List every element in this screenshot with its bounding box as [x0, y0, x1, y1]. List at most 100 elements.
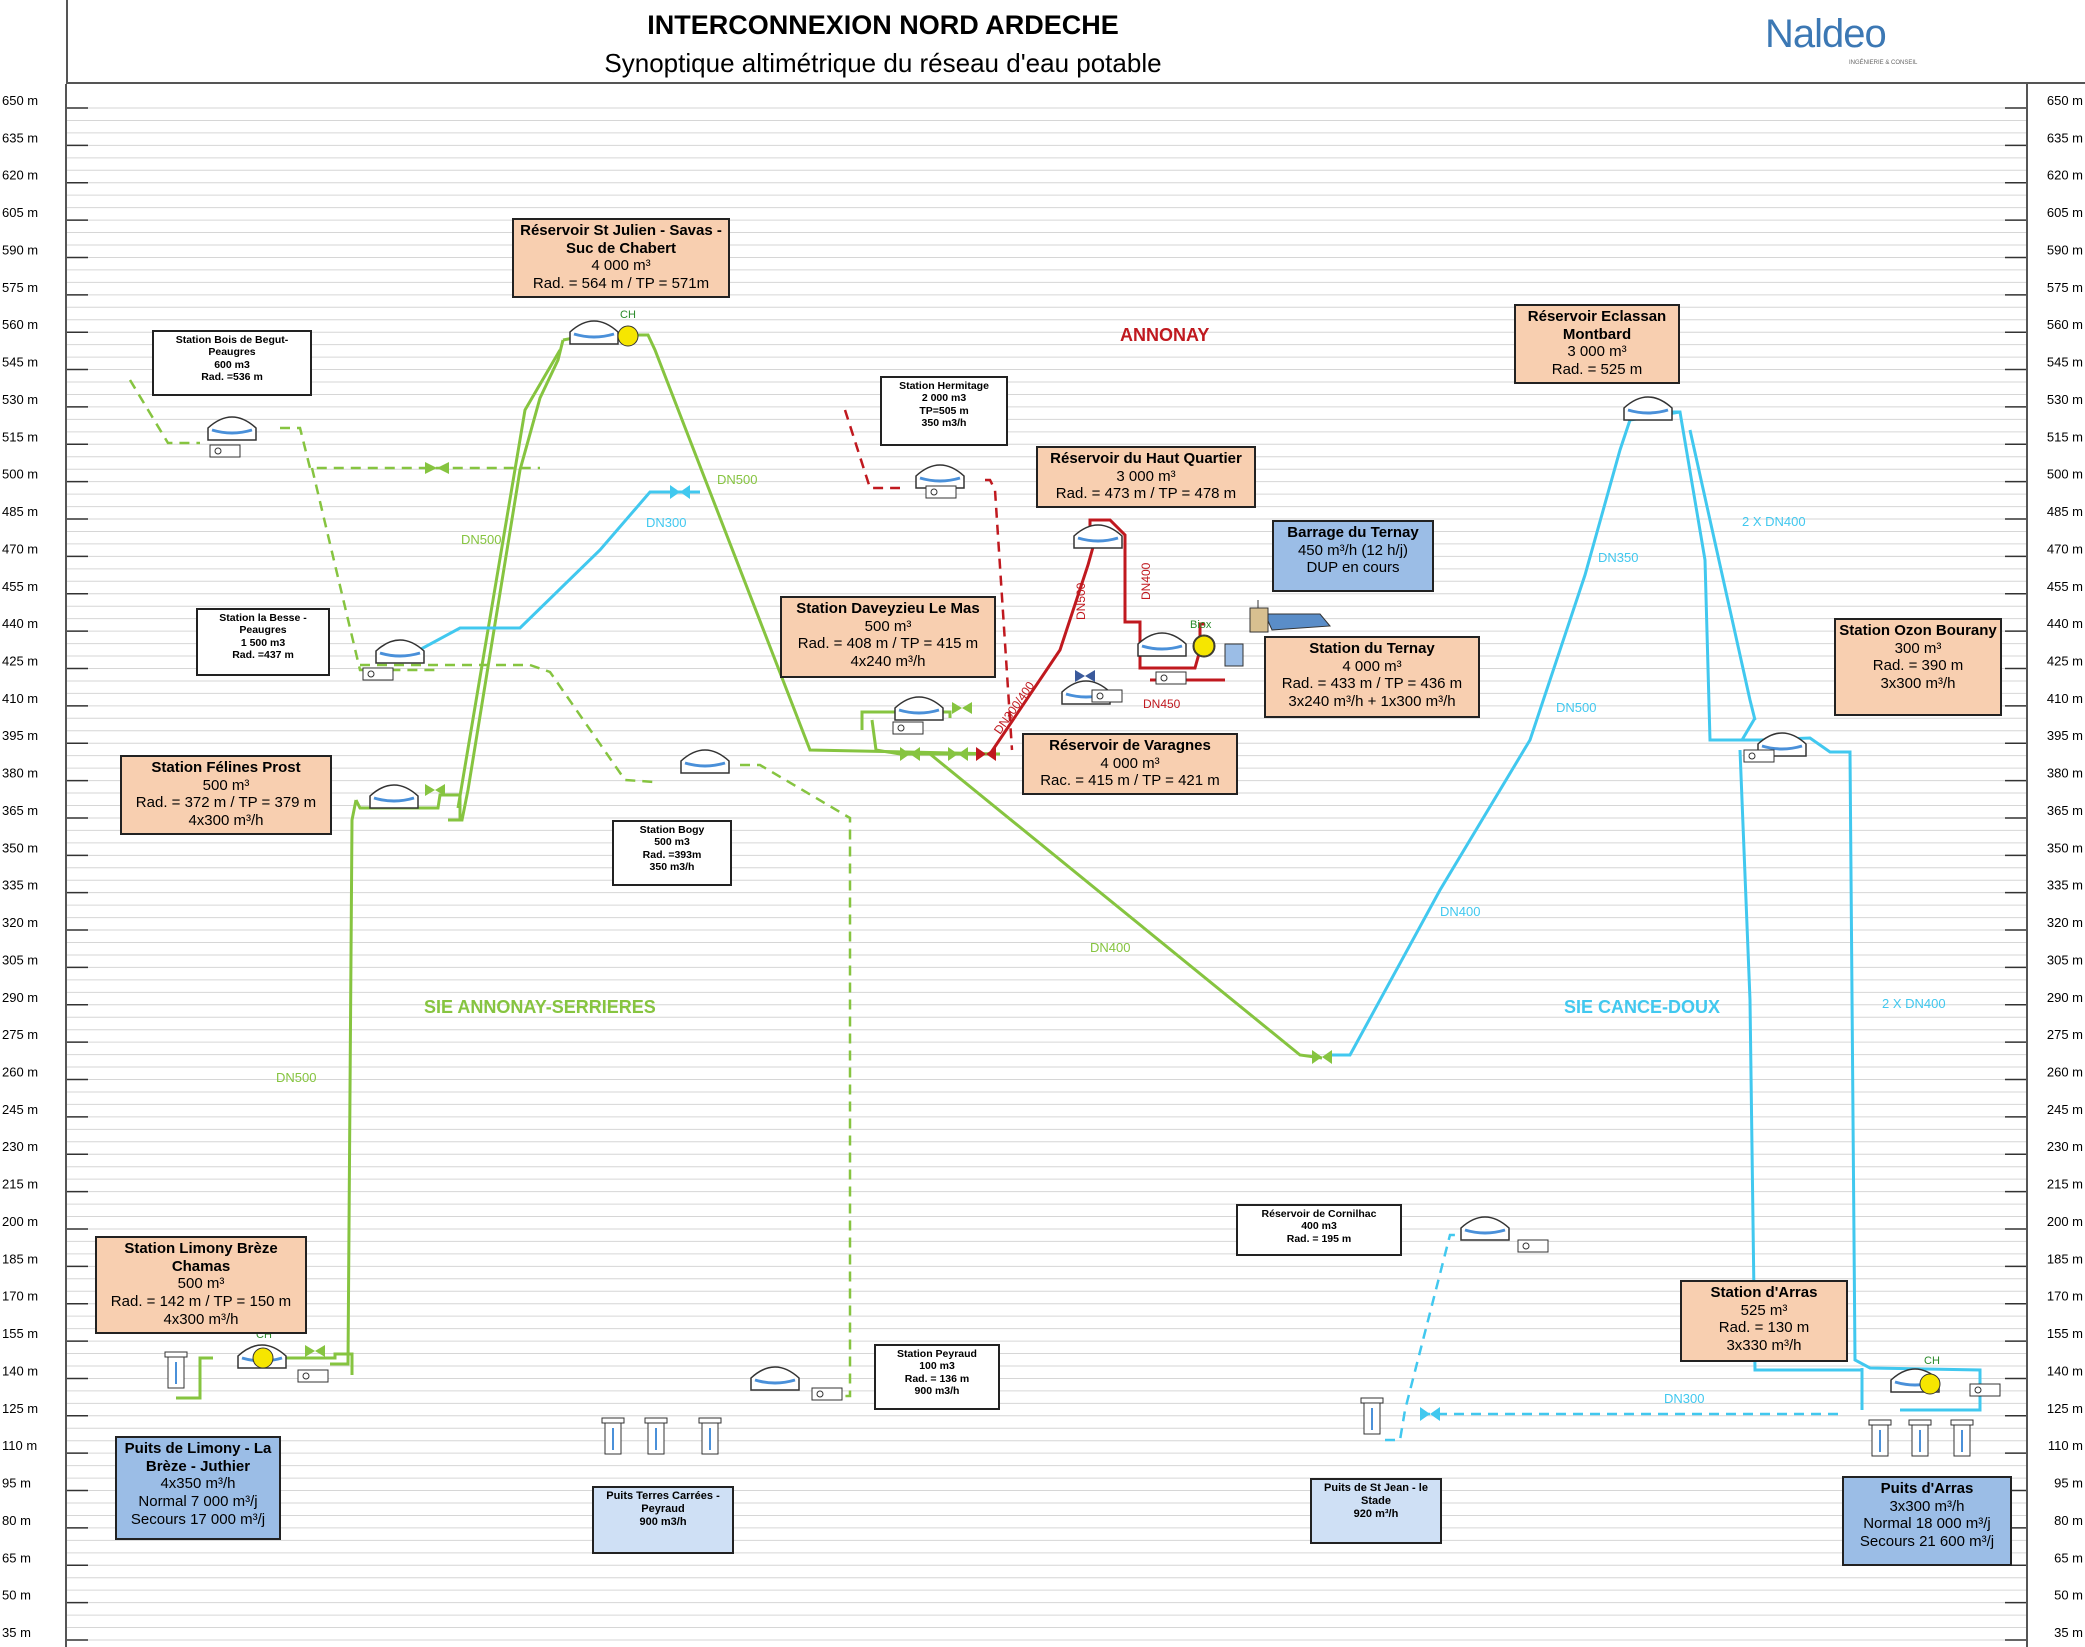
- pipe-hermitage-out: [985, 478, 1014, 751]
- diagram-title: INTERCONNEXION NORD ARDECHE: [647, 10, 1119, 40]
- box-reservoir-eclassan: Réservoir Eclassan Montbard 3 000 m³ Rad…: [1514, 304, 1680, 384]
- label-dn500-red: DN500: [1074, 582, 1088, 620]
- pump-symbols: [209, 444, 2001, 1401]
- elevation-tick-label: 275 m: [2, 1027, 38, 1042]
- reservoir-icon: [680, 749, 730, 774]
- pipe-2xdn400-b: [1738, 749, 1862, 1372]
- box-line: 900 m3/h: [639, 1515, 687, 1528]
- elevation-tick-label: 35 m: [2, 1625, 31, 1640]
- box-line: Rad. = 130 m: [1718, 1319, 1810, 1337]
- box-line: 4x300 m³/h: [188, 812, 264, 830]
- elevation-grid: [66, 107, 2027, 1641]
- elevation-tick-label: 305 m: [2, 952, 38, 967]
- label-dn350: DN350: [1598, 550, 1639, 565]
- valve-red-1: [976, 747, 986, 761]
- elevation-tick-label: 575 m: [2, 280, 38, 295]
- box-line: 500 m3: [654, 836, 690, 849]
- box-line: 350 m3/h: [649, 861, 695, 874]
- elevation-tick-label: 200 m: [2, 1214, 38, 1229]
- valve-green-1: [425, 462, 437, 474]
- box-line: 4 000 m³: [1342, 657, 1402, 675]
- ch-ternay-symbol: [1193, 635, 1215, 657]
- pump-icon: [1969, 1383, 2001, 1397]
- pipe-daveyzieu-out: [870, 719, 990, 756]
- pipe-dn400-valley: [929, 752, 1323, 1060]
- elevation-tick-label: 230 m: [2, 1139, 38, 1154]
- pump-icon: [1155, 671, 1187, 685]
- label-biox: Biox: [1190, 619, 1212, 631]
- reservoir-icon: [569, 320, 619, 345]
- box-line: 4x350 m³/h: [160, 1475, 236, 1493]
- label-dn400-a: DN400: [1090, 940, 1131, 955]
- box-line: 500 m³: [202, 776, 250, 794]
- elevation-tick-label: 590 m: [2, 242, 38, 257]
- elevation-tick-label: 110 m: [2, 1438, 37, 1453]
- elevation-tick-label: 95 m: [2054, 1476, 2083, 1491]
- box-line: Rad. = 564 m / TP = 571m: [532, 275, 710, 293]
- elevation-tick-label: 440 m: [2047, 616, 2083, 631]
- valve-cyan-1: [670, 485, 680, 499]
- box-puits-st-jean: Puits de St Jean - le Stade 920 m³/h: [1310, 1478, 1442, 1544]
- well-icon: [164, 1351, 188, 1389]
- box-line: 2 000 m3: [921, 392, 967, 405]
- elevation-tick-label: 425 m: [2047, 653, 2083, 668]
- pump-icon: [925, 485, 957, 499]
- logo-text: Naldeo: [1765, 12, 1887, 56]
- label-dn500-b: DN500: [717, 472, 758, 487]
- box-line: 100 m3: [919, 1360, 955, 1373]
- box-line: Rad. =536 m: [201, 371, 263, 384]
- box-title: Station la Besse - Peaugres: [219, 612, 307, 637]
- pipe-felines-stjulien-2: [456, 349, 562, 809]
- pipe-stjean-cornilhac: [1385, 1233, 1465, 1442]
- box-line: 350 m3/h: [921, 417, 967, 430]
- elevation-tick-label: 260 m: [2, 1065, 38, 1080]
- label-dn300-400-red: DN300/400: [991, 679, 1037, 737]
- elevation-tick-label: 620 m: [2, 168, 38, 183]
- elevation-tick-label: 335 m: [2047, 878, 2083, 893]
- valve-green-6: [305, 1345, 315, 1357]
- reservoir-icon: [1137, 632, 1187, 657]
- elevation-tick-label: 290 m: [2, 990, 38, 1005]
- elevation-tick-label: 455 m: [2047, 579, 2083, 594]
- reservoir-icon: [369, 784, 419, 809]
- box-station-bois-begut: Station Bois de Begut-Peaugres 600 m3 Ra…: [152, 330, 312, 396]
- pump-icon: [1091, 689, 1123, 703]
- box-line: 300 m³: [1894, 639, 1942, 657]
- label-2xdn400-b: 2 X DN400: [1882, 996, 1946, 1011]
- red-valves: [976, 747, 996, 761]
- box-line: Rad. = 473 m / TP = 478 m: [1055, 485, 1237, 503]
- elevation-tick-label: 470 m: [2, 541, 38, 556]
- title-block: INTERCONNEXION NORD ARDECHE Synoptique a…: [66, 0, 2085, 84]
- box-line: Rac. = 415 m / TP = 421 m: [1040, 772, 1220, 790]
- elevation-tick-label: 50 m: [2054, 1588, 2083, 1603]
- box-line: TP=505 m: [919, 404, 969, 417]
- box-line: 450 m³/h (12 h/j): [1297, 541, 1409, 559]
- box-station-bogy: Station Bogy 500 m3 Rad. =393m 350 m3/h: [612, 820, 732, 886]
- box-line: 400 m3: [1301, 1220, 1337, 1233]
- pipe-begut-in: [128, 379, 200, 445]
- box-title: Station d'Arras: [1710, 1284, 1818, 1301]
- reservoir-icon: [375, 639, 425, 664]
- pipe-besse-bogy: [360, 663, 656, 784]
- elevation-tick-label: 110 m: [2048, 1438, 2083, 1453]
- elevation-tick-label: 470 m: [2047, 541, 2083, 556]
- valve-green-4: [948, 747, 958, 761]
- box-line: 3 000 m³: [1567, 343, 1627, 361]
- box-title: Puits Terres Carrées - Peyraud: [606, 1490, 720, 1515]
- elevation-tick-label: 350 m: [2, 840, 38, 855]
- ch-limony-symbol: [252, 1347, 274, 1369]
- box-title: Station Daveyzieu Le Mas: [796, 600, 980, 617]
- reservoir-icon: [894, 696, 944, 721]
- box-station-peyraud: Station Peyraud 100 m3 Rad. = 136 m 900 …: [874, 1344, 1000, 1410]
- ch-stjulien-symbol: [617, 325, 639, 347]
- elevation-tick-label: 215 m: [2047, 1177, 2083, 1192]
- well-icon: [698, 1417, 722, 1455]
- elevation-tick-label: 605 m: [2047, 205, 2083, 220]
- elevation-tick-label: 395 m: [2047, 728, 2083, 743]
- box-title: Station Limony Brèze Chamas: [124, 1240, 278, 1275]
- elevation-tick-label: 335 m: [2, 878, 38, 893]
- valve-navy-1: [1075, 670, 1085, 682]
